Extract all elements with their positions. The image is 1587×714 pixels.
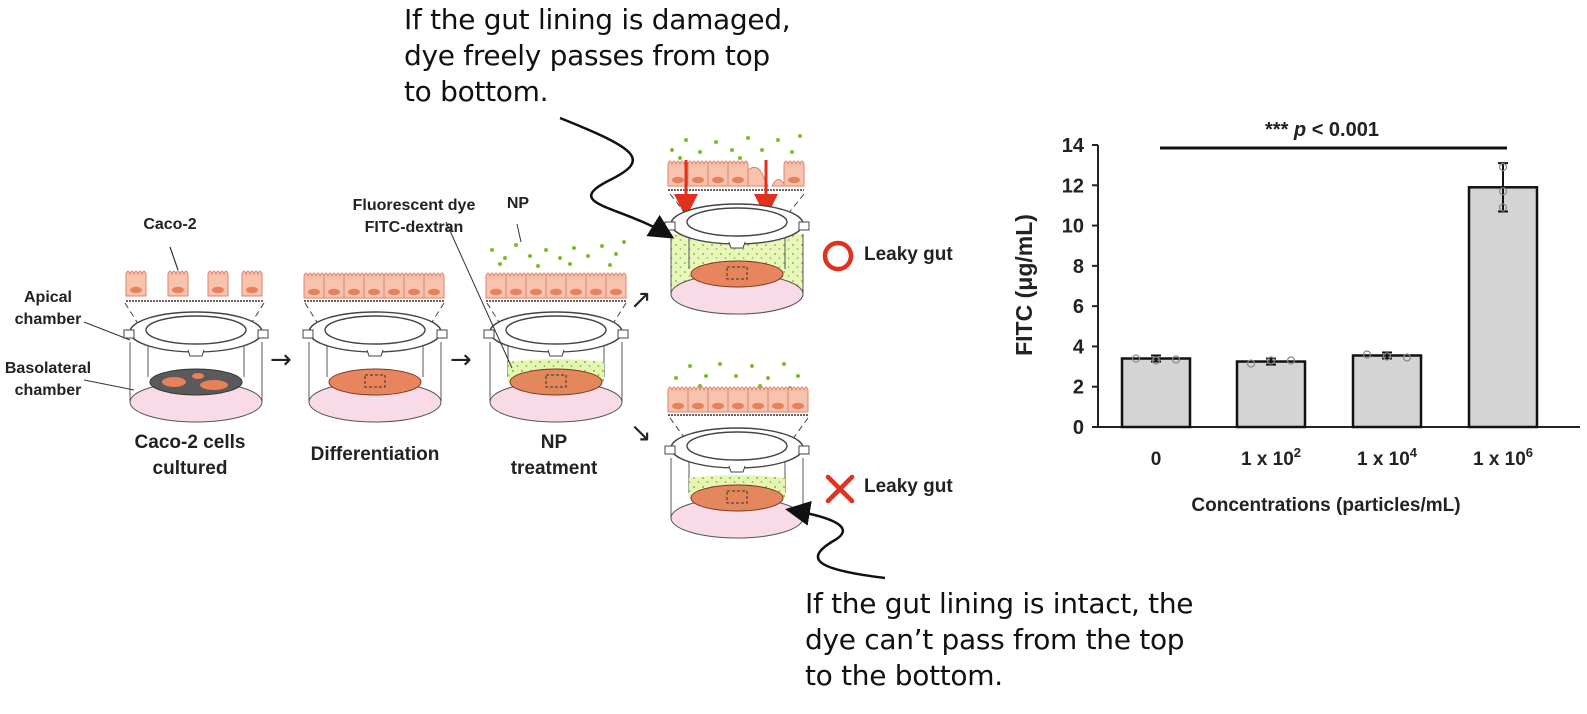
y-tick-label: 8 [1073,256,1084,278]
transwell-diagram [83,116,886,580]
label-np: NP [506,195,530,212]
x-axis-label: Concentrations (particles/mL) [1191,495,1460,516]
outcome-leaky-illustration [664,134,810,315]
label-caco2: Caco-2 [143,216,197,233]
y-tick-label: 4 [1073,336,1085,358]
y-tick-label: 6 [1073,296,1084,318]
data-point [1362,350,1372,359]
x-tick-label: 1 x 102 [1241,445,1301,470]
data-point [1246,359,1256,368]
outcome-intact-illustration [664,362,810,539]
data-point [1266,356,1276,365]
data-point [1286,356,1296,365]
step-3-np-treatment [445,221,629,423]
bar [1120,357,1192,429]
step-label-np-treatment: NP treatment [510,432,598,479]
bar [1351,354,1423,429]
outcome-leaky-label: Leaky gut [864,244,953,265]
label-fluorescent-dye: Fluorescent dye FITC-dextran [352,197,476,236]
label-apical-chamber: Apical chamber [14,289,82,328]
data-point [1382,352,1392,361]
arrow-up-right-icon: ↗ [630,285,652,315]
callout-damaged-lining: If the gut lining is damaged, dye freely… [404,3,791,108]
x-tick-label: 1 x 104 [1357,445,1418,470]
y-tick-label: 10 [1062,216,1084,238]
data-point [1498,163,1508,172]
bar [1235,360,1307,429]
callout-pointer-top [559,116,675,239]
outcome-intact-label: Leaky gut [864,476,953,497]
arrow-right-icon: → [450,345,472,375]
cross-icon [825,474,855,504]
y-axis-label: FITC (μg/mL) [1011,214,1037,356]
arrow-right-icon: → [270,345,292,375]
circle-icon [822,240,854,272]
data-point [1402,353,1412,362]
y-tick-label: 14 [1062,135,1085,157]
callout-intact-lining: If the gut lining is intact, the dye can… [805,587,1194,692]
data-point [1131,354,1141,363]
y-tick-label: 2 [1073,377,1084,399]
data-point [1498,203,1508,212]
y-tick-label: 0 [1073,417,1084,439]
step-label-cultured: Caco-2 cells cultured [134,432,246,479]
step-label-differentiation: Differentiation [310,444,440,465]
data-point [1151,356,1161,365]
bar [1467,186,1539,429]
data-point [1498,187,1508,196]
data-point [1171,355,1181,364]
y-tick-label: 12 [1062,175,1084,197]
x-tick-label: 0 [1151,449,1162,470]
callout-pointer-bottom [785,500,886,580]
fitc-bar-chart: FITC (μg/mL) Concentrations (particles/m… [1011,119,1580,516]
step-1-cells-cultured [83,246,269,423]
label-basolateral-chamber: Basolateral chamber [4,360,92,399]
x-tick-label: 1 x 106 [1473,445,1533,470]
arrow-down-right-icon: ↘ [630,418,652,448]
significance-label: *** p < 0.001 [1265,119,1379,141]
step-2-differentiation [302,272,448,423]
